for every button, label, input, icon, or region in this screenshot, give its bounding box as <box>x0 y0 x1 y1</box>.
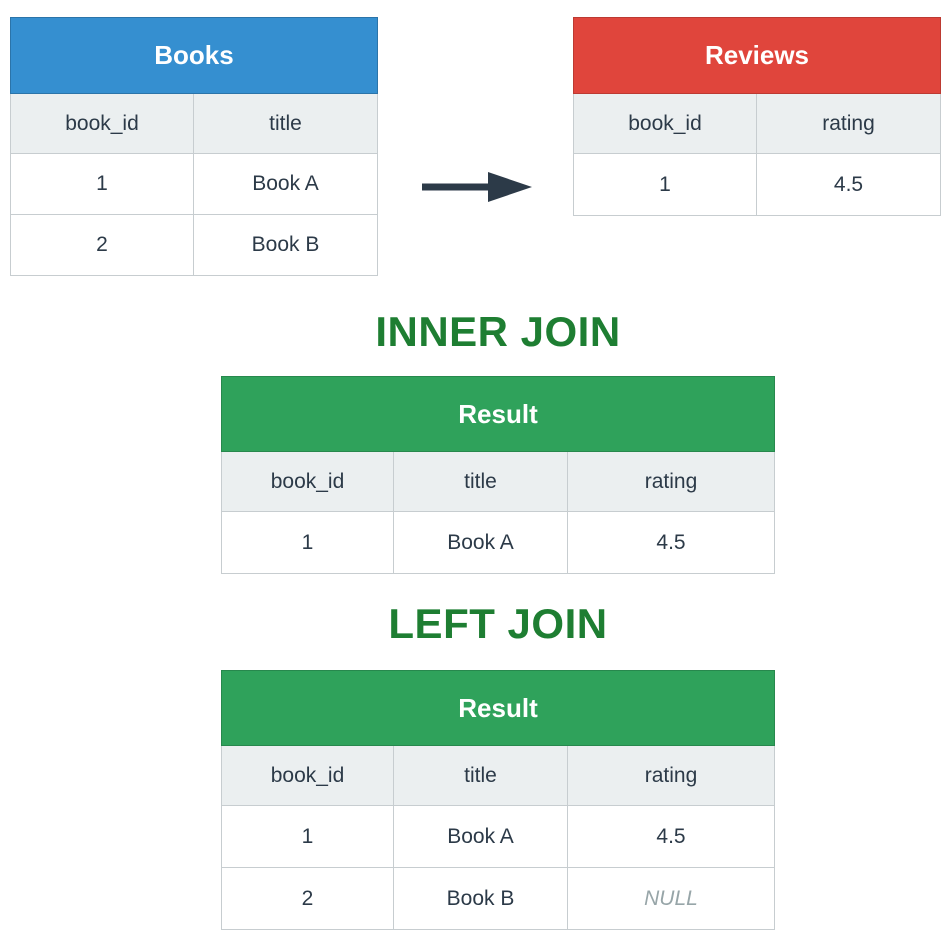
left-result-column-title: title <box>394 746 568 806</box>
table-row: 2 Book B <box>10 215 378 276</box>
books-table-title: Books <box>10 17 378 94</box>
table-row: 1 Book A 4.5 <box>221 512 775 574</box>
inner-result-cell-book-id: 1 <box>221 512 394 574</box>
inner-join-heading: INNER JOIN <box>375 308 621 355</box>
reviews-cell-book-id: 1 <box>573 154 757 216</box>
left-result-columns-row: book_id title rating <box>221 746 775 806</box>
table-row: 1 Book A 4.5 <box>221 806 775 868</box>
left-result-cell-rating-null: NULL <box>568 868 775 930</box>
inner-result-cell-rating: 4.5 <box>568 512 775 574</box>
inner-result-column-book-id: book_id <box>221 452 394 512</box>
books-column-book-id: book_id <box>10 94 194 154</box>
table-row: 1 4.5 <box>573 154 941 216</box>
books-title-row: Books <box>10 17 378 94</box>
left-result-cell-book-id: 2 <box>221 868 394 930</box>
table-row: 2 Book B NULL <box>221 868 775 930</box>
inner-result-title-row: Result <box>221 376 775 452</box>
books-cell-book-id: 2 <box>10 215 194 276</box>
reviews-title-row: Reviews <box>573 17 941 94</box>
left-result-column-rating: rating <box>568 746 775 806</box>
books-cell-title: Book A <box>194 154 378 215</box>
reviews-column-rating: rating <box>757 94 941 154</box>
inner-join-result-table: Result book_id title rating 1 Book A 4.5 <box>221 376 775 574</box>
right-arrow-icon <box>410 167 540 207</box>
books-column-title: title <box>194 94 378 154</box>
inner-result-columns-row: book_id title rating <box>221 452 775 512</box>
table-row: 1 Book A <box>10 154 378 215</box>
books-table: Books book_id title 1 Book A 2 Book B <box>10 17 378 276</box>
reviews-columns-row: book_id rating <box>573 94 941 154</box>
books-cell-title: Book B <box>194 215 378 276</box>
inner-result-cell-title: Book A <box>394 512 568 574</box>
inner-result-column-rating: rating <box>568 452 775 512</box>
books-columns-row: book_id title <box>10 94 378 154</box>
reviews-table: Reviews book_id rating 1 4.5 <box>573 17 941 216</box>
reviews-table-title: Reviews <box>573 17 941 94</box>
reviews-cell-rating: 4.5 <box>757 154 941 216</box>
left-result-cell-book-id: 1 <box>221 806 394 868</box>
left-result-cell-title: Book B <box>394 868 568 930</box>
left-result-table-title: Result <box>221 670 775 746</box>
left-result-title-row: Result <box>221 670 775 746</box>
left-join-heading: LEFT JOIN <box>388 600 608 647</box>
left-result-cell-title: Book A <box>394 806 568 868</box>
left-result-cell-rating: 4.5 <box>568 806 775 868</box>
books-cell-book-id: 1 <box>10 154 194 215</box>
left-join-result-table: Result book_id title rating 1 Book A 4.5… <box>221 670 775 930</box>
left-result-column-book-id: book_id <box>221 746 394 806</box>
reviews-column-book-id: book_id <box>573 94 757 154</box>
inner-result-table-title: Result <box>221 376 775 452</box>
inner-result-column-title: title <box>394 452 568 512</box>
